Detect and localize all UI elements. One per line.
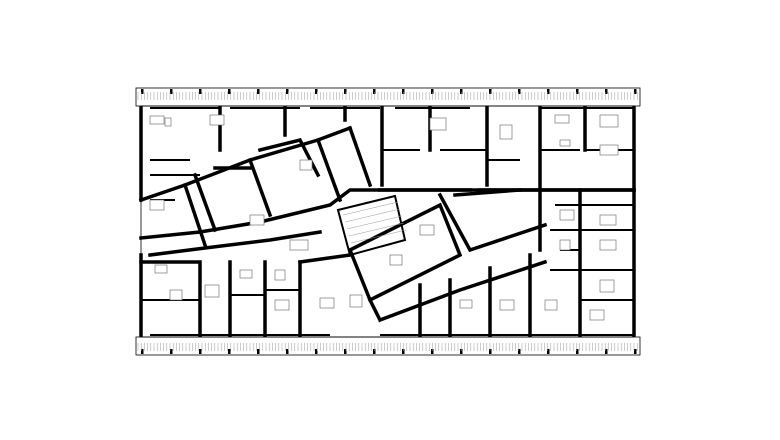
balcony-post — [228, 89, 231, 94]
balcony-post — [286, 349, 289, 354]
balcony-post — [634, 349, 637, 354]
balcony-post — [634, 89, 637, 94]
furniture-item — [239, 269, 253, 279]
balcony-post — [518, 349, 521, 354]
balcony-post — [576, 89, 579, 94]
balcony-post — [315, 89, 318, 94]
balcony-post — [141, 349, 144, 354]
balcony-post — [605, 349, 608, 354]
balcony-post — [431, 89, 434, 94]
balcony-post — [170, 89, 173, 94]
furniture-item — [209, 114, 225, 126]
furniture-item — [559, 239, 571, 251]
balcony-post — [518, 89, 521, 94]
furniture-item — [554, 114, 570, 124]
furniture-item — [149, 115, 165, 125]
furniture-item — [274, 269, 286, 281]
furniture-item — [599, 279, 615, 293]
furniture-item — [559, 139, 571, 147]
furniture-item — [164, 117, 172, 127]
furniture-item — [499, 299, 515, 311]
balcony-post — [199, 89, 202, 94]
furniture-item — [149, 199, 165, 211]
furniture-item — [389, 254, 403, 266]
balcony-post — [228, 349, 231, 354]
furniture-item — [589, 309, 605, 321]
furniture-item — [544, 299, 558, 311]
balcony-post — [402, 89, 405, 94]
balcony-post — [373, 349, 376, 354]
balcony-post — [402, 349, 405, 354]
balcony-post — [286, 89, 289, 94]
balcony-post — [344, 89, 347, 94]
balcony-post — [605, 89, 608, 94]
furniture-item — [274, 299, 290, 311]
furniture — [149, 114, 619, 321]
furniture-item — [459, 299, 473, 309]
furniture-item — [204, 284, 220, 298]
furniture-item — [599, 114, 619, 128]
furniture-item — [499, 124, 513, 140]
furniture-item — [599, 144, 619, 156]
balcony-post — [460, 89, 463, 94]
furniture-item — [429, 117, 447, 131]
furniture-item — [169, 289, 183, 301]
furniture-item — [349, 294, 363, 308]
balcony-post — [489, 349, 492, 354]
balcony-post — [489, 89, 492, 94]
balcony-railings — [137, 92, 638, 351]
balcony-post — [547, 349, 550, 354]
furniture-item — [299, 159, 313, 171]
balcony-post — [431, 349, 434, 354]
balcony-post — [315, 349, 318, 354]
balcony-post — [170, 349, 173, 354]
balcony-post — [257, 89, 260, 94]
corridor-walls — [138, 125, 636, 257]
balcony-post — [141, 89, 144, 94]
furniture-item — [154, 264, 168, 274]
balcony-post — [257, 349, 260, 354]
balcony-post — [547, 89, 550, 94]
facade-walls — [139, 105, 636, 338]
balcony-post — [344, 349, 347, 354]
furniture-item — [419, 224, 435, 236]
furniture-item — [559, 209, 575, 221]
furniture-item — [249, 214, 265, 226]
balcony-post — [199, 349, 202, 354]
furniture-item — [599, 239, 617, 251]
central-core — [298, 188, 548, 323]
balcony-post — [460, 349, 463, 354]
furniture-item — [599, 214, 617, 226]
balcony-posts — [141, 89, 637, 354]
balcony-post — [373, 89, 376, 94]
balcony-post — [576, 349, 579, 354]
furniture-item — [289, 239, 309, 251]
furniture-item — [319, 297, 335, 309]
